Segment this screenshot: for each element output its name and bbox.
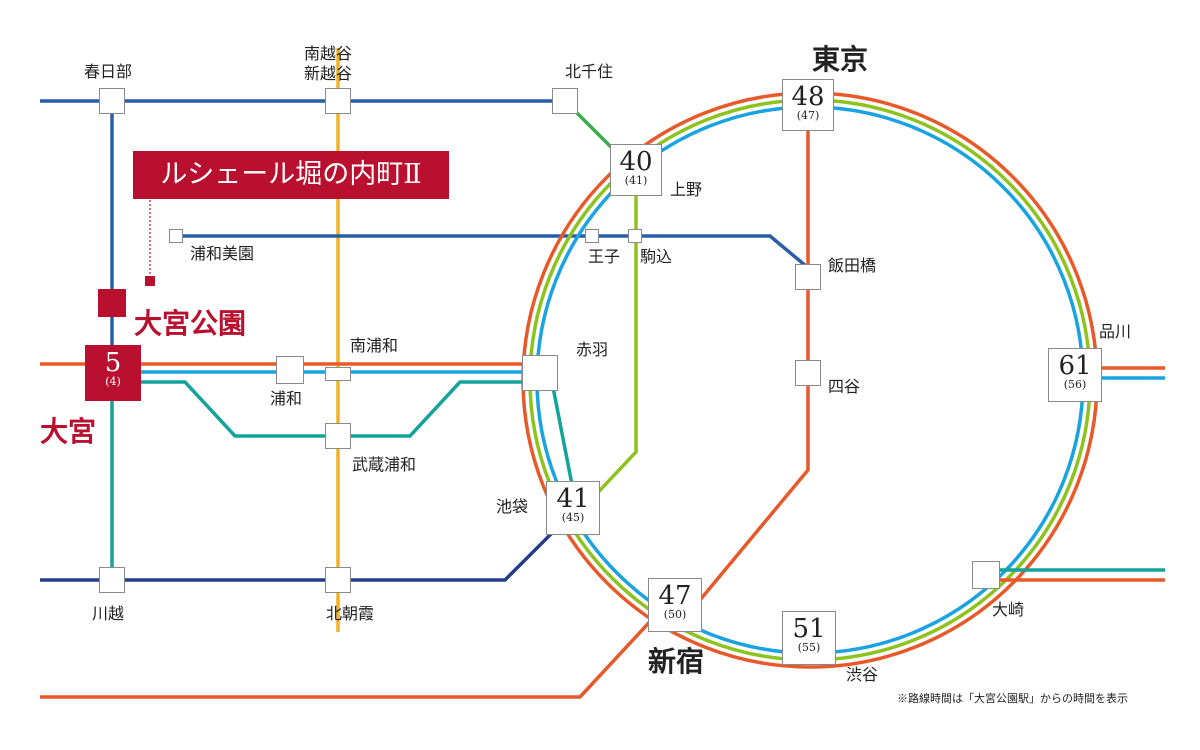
label-kawagoe: 川越 (92, 604, 125, 623)
label-kasukabe: 春日部 (84, 62, 133, 81)
station-box-kawagoe[interactable] (99, 567, 125, 593)
station-box-musashiurawa[interactable] (325, 423, 351, 449)
label-shibuya: 渋谷 (846, 665, 879, 684)
time-tokyo: 48 (791, 82, 825, 112)
saikyo-line (140, 380, 540, 438)
label-kitasenju: 北千住 (565, 62, 614, 81)
label-komagome: 駒込 (640, 247, 673, 266)
time-omiya-sub: (4) (105, 375, 121, 388)
time-ikebukuro-sub: (45) (561, 511, 585, 524)
label-tokyo: 東京 (812, 43, 869, 76)
label-omiyakoen: 大宮公園 (134, 307, 247, 340)
label-ikebukuro: 池袋 (496, 497, 529, 516)
label-oji: 王子 (588, 247, 621, 266)
label-iidabashi: 飯田橋 (828, 256, 877, 275)
station-box-osaki[interactable] (972, 561, 1000, 589)
time-shinagawa: 61 (1058, 351, 1092, 381)
station-box-kitaasaka[interactable] (325, 567, 351, 593)
time-shinjuku: 47 (658, 581, 692, 611)
time-box-shinjuku[interactable]: 47 (50) (648, 578, 702, 632)
time-box-ueno[interactable]: 40 (41) (610, 144, 662, 196)
location-marker (145, 276, 155, 286)
label-minamiurawa: 南浦和 (350, 336, 399, 355)
omiyakoen-marker[interactable] (98, 289, 126, 317)
station-box-oji[interactable] (585, 229, 599, 243)
time-shinjuku-sub: (50) (663, 608, 687, 621)
label-yotsuya: 四谷 (828, 377, 861, 396)
label-urawamisono: 浦和美園 (190, 244, 255, 263)
label-akabane: 赤羽 (576, 340, 609, 359)
label-urawa: 浦和 (270, 389, 303, 408)
time-shibuya-sub: (55) (797, 641, 821, 654)
station-box-akabane[interactable] (522, 355, 558, 391)
time-tokyo-sub: (47) (796, 109, 820, 122)
station-box-kitasenju[interactable] (552, 88, 578, 114)
saikyo-line-south (550, 381, 577, 501)
time-ikebukuro: 41 (556, 484, 590, 514)
property-title-banner: ルシェール堀の内町Ⅱ (133, 151, 449, 199)
station-box-kasukabe[interactable] (99, 88, 125, 114)
station-box-yotsuya[interactable] (795, 360, 821, 386)
label-shinjuku: 新宿 (648, 645, 705, 678)
label-omiya: 大宮 (40, 415, 97, 448)
time-box-shinagawa[interactable]: 61 (56) (1048, 348, 1102, 402)
label-minamikoshigaya: 南越谷 (304, 44, 353, 63)
time-box-ikebukuro[interactable]: 41 (45) (546, 481, 600, 535)
label-ueno: 上野 (670, 180, 703, 199)
label-osaki: 大崎 (992, 600, 1025, 619)
label-kitaasaka: 北朝霞 (326, 604, 375, 623)
time-shibuya: 51 (792, 614, 826, 644)
time-box-shibuya[interactable]: 51 (55) (782, 611, 836, 665)
station-box-komagome[interactable] (628, 229, 642, 243)
label-musashiurawa: 武蔵浦和 (352, 455, 417, 474)
time-omiya: 5 (104, 348, 122, 378)
tobu-tojo-line (40, 531, 554, 582)
time-box-tokyo[interactable]: 48 (47) (782, 79, 834, 131)
chuo-line (698, 100, 810, 602)
saitama-rapid-line (176, 234, 808, 268)
station-box-urawamisono[interactable] (169, 229, 183, 243)
chuo-line-west (40, 598, 672, 699)
footnote: ※路線時間は「大宮公園駅」からの時間を表示 (897, 692, 1128, 705)
station-box-urawa[interactable] (276, 356, 304, 384)
label-shinagawa: 品川 (1099, 322, 1132, 341)
time-ueno-sub: (41) (624, 174, 648, 187)
station-box-koshigaya[interactable] (325, 88, 351, 114)
time-shinagawa-sub: (56) (1063, 378, 1087, 391)
label-shinkoshigaya: 新越谷 (304, 64, 353, 83)
time-box-omiya[interactable]: 5 (4) (85, 345, 141, 401)
station-box-iidabashi[interactable] (795, 264, 821, 290)
time-ueno: 40 (619, 147, 653, 177)
station-box-minamiurawa[interactable] (325, 367, 351, 381)
